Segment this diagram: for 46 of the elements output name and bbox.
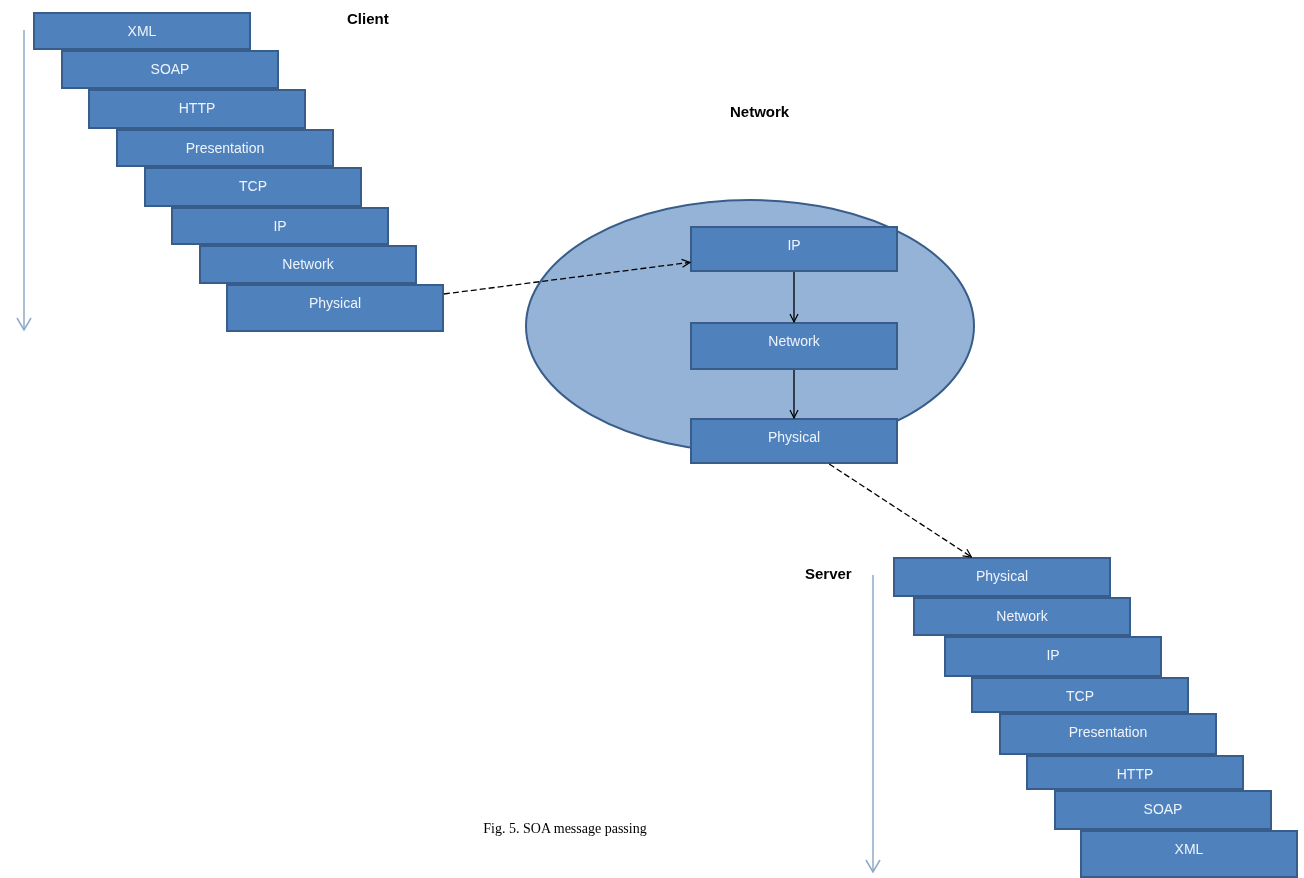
layer-label: HTTP xyxy=(178,99,216,118)
arrow xyxy=(789,369,799,419)
layer-box xyxy=(999,713,1217,755)
side-label: Network xyxy=(730,102,790,122)
layer-label: SOAP xyxy=(1143,800,1183,819)
arrow xyxy=(789,271,799,323)
layer-box xyxy=(1026,755,1244,790)
layer-box xyxy=(199,245,417,284)
layer-box xyxy=(1080,830,1298,878)
layer-box xyxy=(1054,790,1272,830)
layer-label: Presentation xyxy=(1068,723,1148,742)
layer-box xyxy=(144,167,362,207)
layer-label: Physical xyxy=(767,428,821,447)
layer-box xyxy=(61,50,279,89)
layer-box xyxy=(690,418,898,464)
layer-label: Network xyxy=(282,255,334,274)
arrow xyxy=(443,258,691,295)
layer-box xyxy=(88,89,306,129)
layer-box xyxy=(944,636,1162,677)
layer-label: SOAP xyxy=(150,60,190,79)
arrow xyxy=(828,463,973,558)
layer-label: XML xyxy=(127,22,157,41)
layer-label: IP xyxy=(787,236,801,255)
side-label: Server xyxy=(805,564,852,584)
figure-caption: Fig. 5. SOA message passing xyxy=(482,820,648,838)
layer-box xyxy=(171,207,389,245)
layer-label: Network xyxy=(768,332,820,351)
layer-label: HTTP xyxy=(1116,765,1154,784)
layer-label: IP xyxy=(1046,646,1060,665)
layer-label: Physical xyxy=(308,294,362,313)
layer-label: Presentation xyxy=(185,139,265,158)
layer-label: XML xyxy=(1174,840,1204,859)
layer-box xyxy=(690,226,898,272)
layer-box xyxy=(33,12,251,50)
layer-box xyxy=(116,129,334,167)
layer-box xyxy=(971,677,1189,713)
layer-box xyxy=(893,557,1111,597)
layer-label: Physical xyxy=(975,567,1029,586)
layer-box xyxy=(690,322,898,370)
side-label: Client xyxy=(347,9,389,29)
layer-box xyxy=(913,597,1131,636)
layer-label: Network xyxy=(996,607,1048,626)
layer-label: TCP xyxy=(239,177,267,196)
layer-label: IP xyxy=(273,217,287,236)
layer-box xyxy=(226,284,444,332)
layer-label: TCP xyxy=(1066,687,1094,706)
